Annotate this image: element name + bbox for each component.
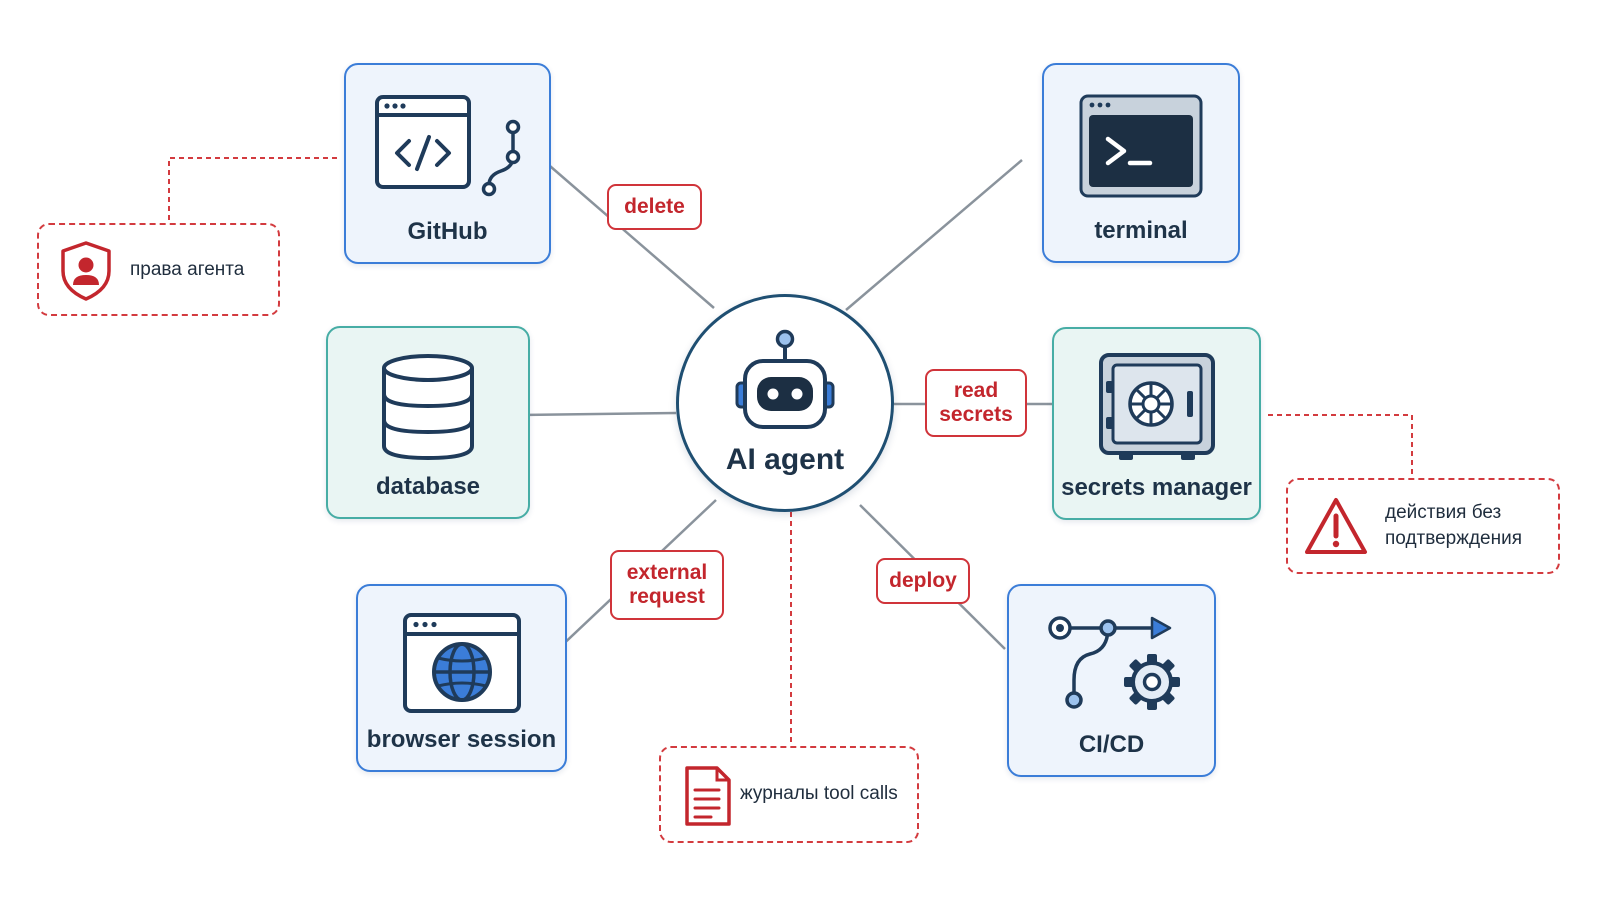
ai-agent-label: AI agent — [725, 443, 845, 476]
node-database[interactable]: database — [326, 326, 530, 519]
edge-label-deploy: deploy — [876, 558, 970, 604]
document-icon — [685, 766, 731, 826]
node-browser-session[interactable]: browser session — [356, 584, 567, 772]
warning-triangle-icon — [1305, 498, 1367, 554]
edge-database — [519, 411, 677, 417]
node-browser-session-label: browser session — [366, 726, 557, 753]
edge-github — [542, 159, 715, 309]
safe-icon — [1098, 353, 1215, 460]
risk-no-confirmation: действия без подтверждения — [1286, 478, 1560, 574]
terminal-icon — [1079, 94, 1203, 198]
code-window-branch-icon — [374, 95, 520, 197]
browser-globe-icon — [402, 613, 521, 713]
node-cicd[interactable]: CI/CD — [1007, 584, 1216, 777]
edge-label-delete: delete — [607, 184, 702, 230]
node-cicd-label: CI/CD — [1078, 731, 1145, 758]
edge-label-read-secrets: read secrets — [925, 369, 1027, 437]
node-secrets-manager[interactable]: secrets manager — [1052, 327, 1261, 520]
pipeline-gear-icon — [1047, 616, 1180, 710]
edge-terminal — [845, 159, 1023, 311]
risk-tool-call-logs: журналы tool calls — [659, 746, 919, 843]
risk-agent-rights-text: права агента — [130, 259, 245, 280]
database-icon — [382, 354, 474, 461]
node-secrets-manager-label: secrets manager — [1061, 474, 1252, 501]
ai-agent-hub[interactable]: AI agent — [676, 294, 894, 512]
node-database-label: database — [375, 473, 481, 500]
edge-label-external-request: external request — [610, 550, 724, 620]
risk-no-confirmation-text: действия без подтверждения — [1385, 502, 1522, 549]
robot-icon — [735, 329, 835, 429]
node-github[interactable]: GitHub — [344, 63, 551, 264]
node-terminal-label: terminal — [1094, 217, 1188, 244]
node-github-label: GitHub — [407, 218, 488, 245]
node-terminal[interactable]: terminal — [1042, 63, 1240, 263]
risk-agent-rights: права агента — [37, 223, 280, 316]
risk-link-no-confirm — [1268, 414, 1413, 478]
risk-tool-call-logs-text: журналы tool calls — [740, 783, 898, 804]
risk-link-agent-rights — [168, 157, 337, 222]
shield-user-icon — [61, 241, 111, 301]
